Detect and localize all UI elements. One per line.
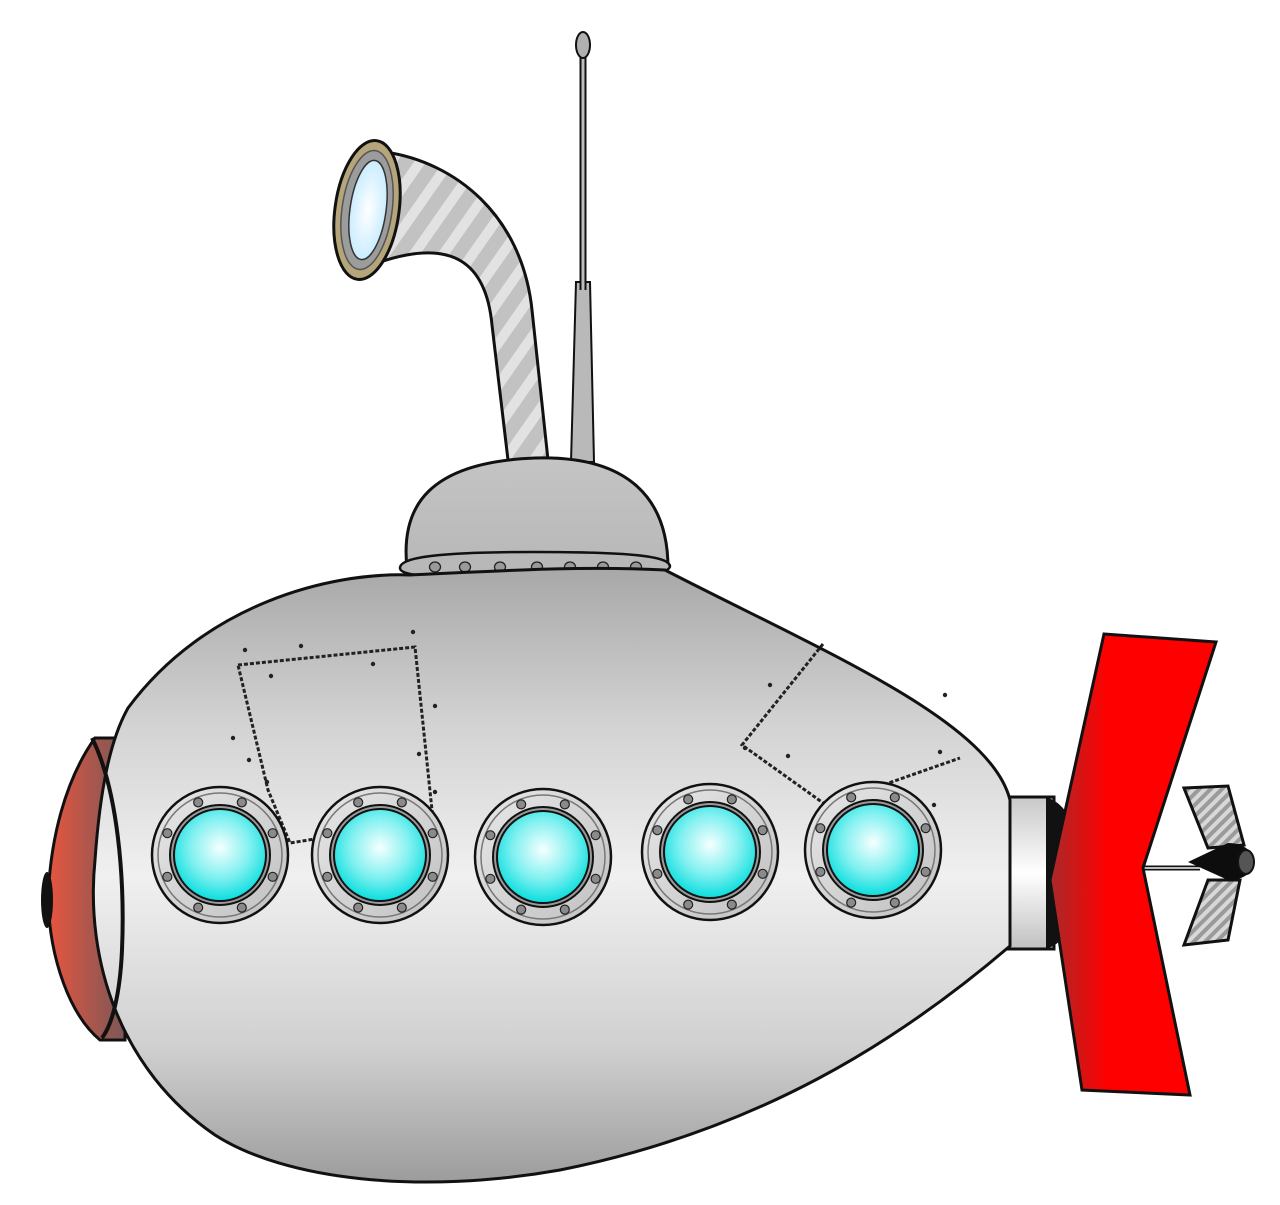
hull-rivet (931, 802, 937, 808)
porthole-bolt (162, 871, 173, 882)
porthole-bolt (396, 902, 407, 913)
porthole-bolt (396, 797, 407, 808)
hull-rivet (298, 643, 304, 649)
porthole-bolt (267, 828, 278, 839)
porthole-bolt (427, 871, 438, 882)
antenna-icon (569, 31, 596, 463)
porthole-bolt (236, 902, 247, 913)
hull-rivet (937, 749, 943, 755)
hull-rivet (246, 757, 252, 763)
porthole-bolt (889, 792, 900, 803)
porthole-bolt (846, 897, 857, 908)
porthole-bolt (920, 866, 931, 877)
porthole-bolt (757, 825, 768, 836)
porthole-bolt (683, 794, 694, 805)
tower-bolt (458, 561, 472, 573)
porthole-bolt (559, 904, 570, 915)
porthole-bolt (726, 794, 737, 805)
hull-rivet (268, 673, 274, 679)
porthole-bolt (652, 868, 663, 879)
porthole-bolt (193, 902, 204, 913)
porthole-icon (473, 787, 613, 927)
porthole-icon (310, 785, 450, 925)
hull-rivet (942, 692, 948, 698)
rudder-icon (1048, 632, 1219, 1097)
hull-rivet (230, 735, 236, 741)
porthole-bolt (815, 866, 826, 877)
porthole-bolt (267, 871, 278, 882)
periscope-icon (332, 139, 550, 462)
porthole-bolt (162, 828, 173, 839)
porthole-bolt (322, 828, 333, 839)
porthole-icon (640, 782, 780, 922)
porthole-icon (150, 785, 290, 925)
porthole-bolt (590, 830, 601, 841)
porthole-bolt (652, 825, 663, 836)
porthole-bolt (757, 868, 768, 879)
porthole-bolt (516, 799, 527, 810)
propeller-icon (1140, 784, 1255, 947)
porthole-bolt (683, 899, 694, 910)
porthole-row (150, 780, 943, 927)
tower-bolt (428, 561, 442, 573)
porthole-bolt (427, 828, 438, 839)
hull-rivet (370, 661, 376, 667)
hull-rivet (767, 682, 773, 688)
porthole-bolt (726, 899, 737, 910)
conning-tower-icon (398, 456, 672, 580)
porthole-bolt (236, 797, 247, 808)
hull-rivet (242, 647, 248, 653)
porthole-bolt (322, 871, 333, 882)
porthole-bolt (485, 873, 496, 884)
porthole-bolt (590, 873, 601, 884)
hull-rivet (410, 629, 416, 635)
hull-rivet (742, 745, 748, 751)
hull-rivet (785, 753, 791, 759)
porthole-bolt (193, 797, 204, 808)
porthole-bolt (889, 897, 900, 908)
porthole-icon (803, 780, 943, 920)
hull-rivet (416, 751, 422, 757)
porthole-bolt (353, 902, 364, 913)
porthole-bolt (353, 797, 364, 808)
porthole-bolt (815, 823, 826, 834)
hull-rivet (264, 779, 270, 785)
hull-rivet (432, 789, 438, 795)
porthole-bolt (516, 904, 527, 915)
hull-rivet (432, 703, 438, 709)
porthole-bolt (920, 823, 931, 834)
porthole-bolt (559, 799, 570, 810)
porthole-bolt (846, 792, 857, 803)
porthole-bolt (485, 830, 496, 841)
